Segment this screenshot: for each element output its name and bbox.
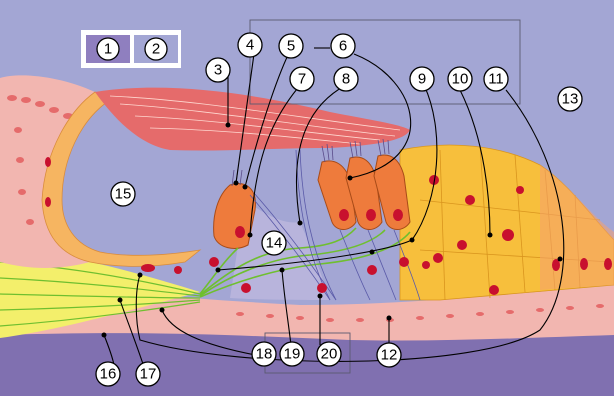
label-14: 14 [262, 231, 286, 255]
svg-text:14: 14 [266, 235, 283, 252]
legend: 1 2 [81, 30, 181, 68]
label-4: 4 [238, 33, 262, 57]
svg-text:3: 3 [214, 62, 222, 79]
svg-text:13: 13 [562, 91, 579, 108]
label-15: 15 [111, 182, 135, 206]
svg-text:7: 7 [298, 71, 306, 88]
legend-label-1: 1 [104, 41, 112, 58]
label-13: 13 [558, 87, 582, 111]
inner-hair-cell-nucleus [235, 226, 245, 238]
svg-text:18: 18 [256, 346, 273, 363]
label-10: 10 [448, 67, 472, 91]
svg-text:17: 17 [140, 366, 157, 383]
svg-text:15: 15 [115, 186, 132, 203]
label-20: 20 [317, 342, 341, 366]
svg-text:20: 20 [321, 346, 338, 363]
svg-text:11: 11 [488, 71, 504, 88]
label-6: 6 [331, 34, 355, 58]
svg-text:4: 4 [246, 37, 254, 54]
legend-label-2: 2 [152, 41, 160, 58]
label-3: 3 [206, 58, 230, 82]
label-17: 17 [136, 362, 160, 386]
svg-text:10: 10 [452, 71, 469, 88]
svg-text:19: 19 [284, 346, 301, 363]
svg-text:9: 9 [418, 71, 426, 88]
label-5: 5 [279, 34, 303, 58]
label-7: 7 [290, 67, 314, 91]
label-16: 16 [96, 362, 120, 386]
label-12: 12 [377, 343, 401, 367]
label-19: 19 [280, 342, 304, 366]
svg-text:16: 16 [100, 366, 117, 383]
svg-text:12: 12 [381, 347, 398, 364]
label-18: 18 [252, 342, 276, 366]
svg-text:8: 8 [342, 71, 350, 88]
svg-text:6: 6 [339, 38, 347, 55]
svg-text:5: 5 [287, 38, 295, 55]
label-11: 11 [484, 67, 508, 91]
label-9: 9 [410, 67, 434, 91]
label-8: 8 [334, 67, 358, 91]
